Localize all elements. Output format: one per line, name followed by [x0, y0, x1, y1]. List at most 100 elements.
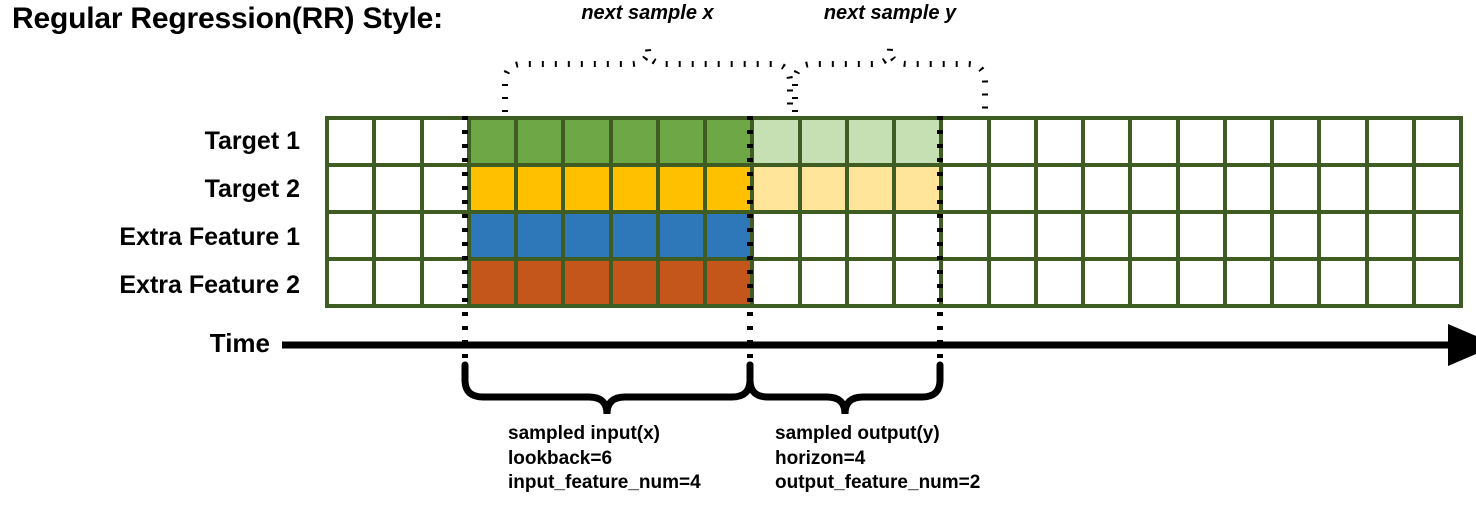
grid-cell: [1226, 261, 1270, 304]
grid-cell: [376, 120, 420, 163]
grid-cell: [612, 261, 656, 304]
grid-cell: [801, 261, 845, 304]
grid-cell: [1415, 120, 1459, 163]
grid-cell: [1274, 261, 1318, 304]
grid-cell: [801, 214, 845, 257]
grid-cell: [990, 261, 1034, 304]
grid-cell: [1037, 261, 1081, 304]
grid-cell: [943, 261, 987, 304]
grid-cell: [659, 214, 703, 257]
caption-output-horizon: horizon=4: [775, 447, 866, 469]
grid-cell: [423, 214, 467, 257]
annotation-next-sample-x: next sample x: [581, 2, 714, 24]
grid-cell: [1226, 214, 1270, 257]
grid-cell: [329, 214, 373, 257]
grid-cell: [943, 120, 987, 163]
grid-cell: [896, 214, 940, 257]
grid-cell: [518, 214, 562, 257]
grid-cell: [518, 120, 562, 163]
grid-cell: [1037, 167, 1081, 210]
caption-input-lookback: lookback=6: [508, 447, 613, 469]
grid-cell: [848, 167, 892, 210]
grid-cell: [470, 214, 514, 257]
grid-cell: [659, 261, 703, 304]
caption-input-feature-num: input_feature_num=4: [508, 472, 701, 494]
grid-cell: [612, 167, 656, 210]
grid-cell: [423, 120, 467, 163]
grid-cell: [848, 214, 892, 257]
grid-cell: [707, 120, 751, 163]
grid-cell: [1179, 261, 1223, 304]
caption-sampled-input: sampled input(x) lookback=6 input_featur…: [508, 422, 701, 496]
grid-cell: [1321, 261, 1365, 304]
grid-cell: [943, 214, 987, 257]
grid-cell: [1368, 120, 1412, 163]
grid-cell: [1179, 120, 1223, 163]
grid-cell: [1179, 214, 1223, 257]
grid-cell: [707, 261, 751, 304]
grid-cell: [848, 261, 892, 304]
grid-row-extra-feature-1: [329, 214, 1459, 257]
caption-input-title: sampled input(x): [508, 423, 661, 444]
dotted-brace-next-sample-y: [792, 47, 988, 112]
grid-cell: [565, 261, 609, 304]
grid-cell: [329, 261, 373, 304]
grid-cell: [1321, 167, 1365, 210]
grid-cell: [1037, 214, 1081, 257]
grid-cell: [1415, 167, 1459, 210]
grid-cell: [707, 214, 751, 257]
grid-cell: [1132, 214, 1176, 257]
caption-output-title: sampled output(y): [775, 423, 940, 444]
grid-row-target-1: [329, 120, 1459, 163]
caption-sampled-output: sampled output(y) horizon=4 output_featu…: [775, 422, 980, 496]
grid-cell: [1132, 261, 1176, 304]
solid-brace-sampled-input: [461, 361, 754, 415]
grid-cell: [943, 167, 987, 210]
grid-cell: [470, 167, 514, 210]
grid-cell: [659, 167, 703, 210]
grid-cell: [1085, 214, 1129, 257]
grid-cell: [754, 120, 798, 163]
time-axis-label: Time: [209, 328, 270, 358]
grid-cell: [1415, 214, 1459, 257]
grid-cell: [990, 214, 1034, 257]
grid-cell: [848, 120, 892, 163]
grid-cell: [565, 167, 609, 210]
row-label-target-2: Target 2: [204, 175, 300, 203]
grid-cell: [896, 120, 940, 163]
row-label-column: Target 1 Target 2 Extra Feature 1 Extra …: [0, 117, 312, 309]
grid-cell: [801, 167, 845, 210]
grid-cell: [1368, 167, 1412, 210]
grid-cell: [754, 261, 798, 304]
grid-cell: [801, 120, 845, 163]
grid-cell: [329, 167, 373, 210]
grid-cell: [1274, 214, 1318, 257]
grid-cell: [470, 261, 514, 304]
row-label-extra-feature-2: Extra Feature 2: [119, 271, 300, 299]
grid-cell: [659, 120, 703, 163]
grid-cell: [1415, 261, 1459, 304]
grid-cell: [1085, 167, 1129, 210]
grid-cell: [612, 120, 656, 163]
grid-cell: [470, 120, 514, 163]
grid-row-extra-feature-2: [329, 261, 1459, 304]
grid-cell: [1226, 167, 1270, 210]
grid-cell: [990, 167, 1034, 210]
grid-cell: [1274, 120, 1318, 163]
grid-cell: [1085, 261, 1129, 304]
grid-cell: [990, 120, 1034, 163]
grid-cell: [754, 214, 798, 257]
grid-cell: [1037, 120, 1081, 163]
grid-cell: [896, 261, 940, 304]
grid-cell: [565, 214, 609, 257]
grid-row-target-2: [329, 167, 1459, 210]
grid-cell: [1368, 214, 1412, 257]
grid-cell: [1132, 167, 1176, 210]
grid-cell: [1274, 167, 1318, 210]
grid-cell: [707, 167, 751, 210]
dotted-brace-next-sample-x: [502, 47, 793, 112]
grid-cell: [376, 167, 420, 210]
grid-cell: [423, 261, 467, 304]
caption-output-feature-num: output_feature_num=2: [775, 472, 981, 494]
grid-cell: [1226, 120, 1270, 163]
